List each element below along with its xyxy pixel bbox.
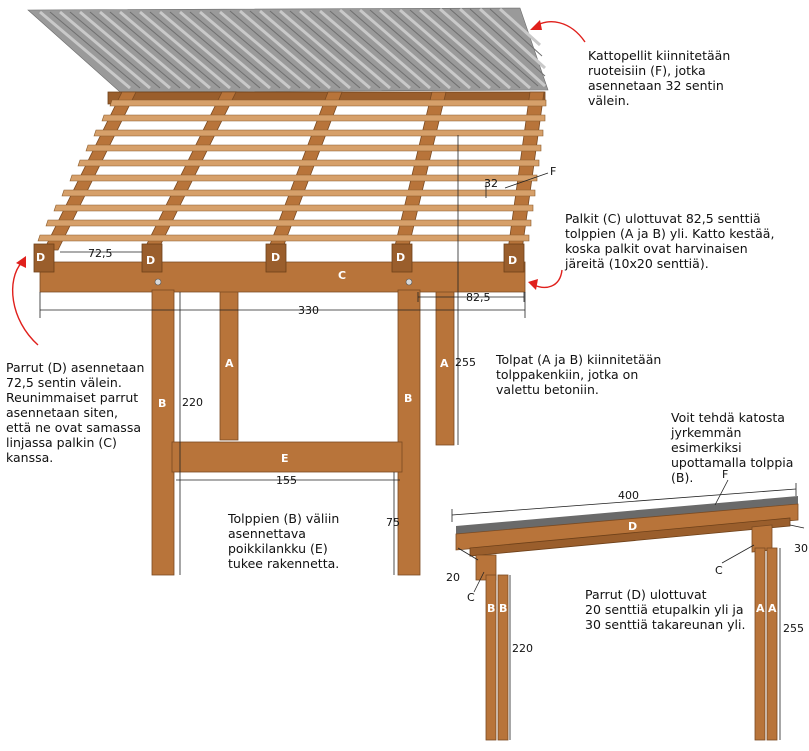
side-post-a1 [754,547,766,741]
dim-side-post-a-height: 255 [783,622,804,635]
dim-side-post-b-height: 220 [512,642,533,655]
label-b: B [158,397,166,410]
post-b-left [151,289,175,576]
dim-width: 330 [298,304,319,317]
dim-crossbar-height: 75 [386,516,400,529]
crossbar [171,441,403,473]
bolt [405,278,413,286]
label-a: A [225,357,234,370]
side-leader-line [714,479,729,506]
side-label-b: B [487,602,495,615]
battens [37,99,547,242]
side-label-a: A [756,602,765,615]
side-label-c: C [715,564,723,577]
note-roof-sheets: Kattopellit kiinnitetään ruoteisiin (F),… [588,48,731,108]
side-label-f: F [722,468,728,481]
dim-front-overhang: 20 [446,571,460,584]
side-rafter [455,503,799,551]
dim-back-overhang: 30 [794,542,808,555]
red-arrows [11,20,586,346]
side-leader-line [721,544,755,564]
side-label-c: C [467,591,475,604]
label-d: D [508,254,517,267]
post-b-right [397,289,421,576]
side-dimension-lines [457,524,805,740]
side-post-a2 [766,547,778,741]
note-overhang: Parrut (D) ulottuvat 20 senttiä etupalki… [585,587,746,632]
label-d: D [271,251,280,264]
note-crossbar: Tolppien (B) väliin asennettava poikkila… [228,511,340,571]
side-label-d: D [628,520,637,533]
side-label-b: B [499,602,507,615]
label-a: A [440,357,449,370]
bolt [154,278,162,286]
dimension-lines [39,135,526,575]
roof-sheet [27,7,549,93]
note-posts: Tolpat (A ja B) kiinnitetään tolppakenki… [496,352,662,397]
dim-post-b-height: 220 [182,396,203,409]
side-post-b2 [497,574,509,741]
rafter-ends [33,243,525,273]
note-rafters: Parrut (D) asennetaan 72,5 sentin välein… [6,360,145,465]
label-d: D [396,251,405,264]
label-d: D [146,254,155,267]
leader-line [504,172,549,189]
side-label-a: A [768,602,777,615]
dim-length: 400 [618,489,639,502]
side-rafter-lower [469,517,791,557]
label-d: D [36,251,45,264]
label-f: F [550,165,556,178]
dim-post-a-height: 255 [455,356,476,369]
dim-batten-spacing: 32 [484,177,498,190]
dim-overhang: 82,5 [466,291,491,304]
note-steeper: Voit tehdä katosta jyrkemmän esimerkiksi… [671,410,794,485]
dim-post-gap: 155 [276,474,297,487]
dim-rafter-spacing: 72,5 [88,247,113,260]
label-e: E [281,452,289,465]
side-roof-sheet [456,496,798,534]
side-post-b1 [485,574,497,741]
note-beams: Palkit (C) ulottuvat 82,5 senttiä tolppi… [565,211,775,271]
side-dimension-lines [451,483,797,522]
label-c: C [338,269,346,282]
label-b: B [404,392,412,405]
side-leader-line [473,571,485,593]
